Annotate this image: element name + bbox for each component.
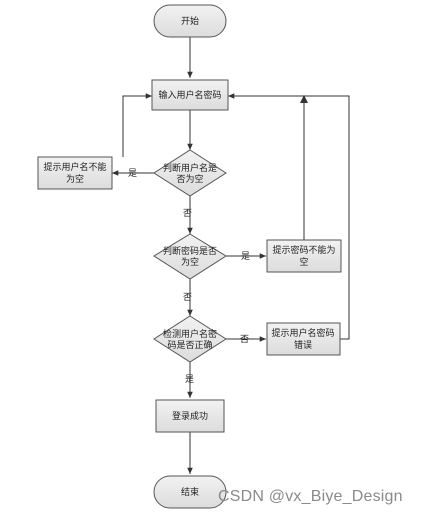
label-success: 登录成功 xyxy=(172,410,208,422)
watermark: CSDN @vx_Biye_Design xyxy=(218,488,403,505)
edge-label-pwd-no: 否 xyxy=(183,292,192,303)
edge-pwd-msg-back-arrowhead xyxy=(300,95,308,103)
label-user-empty-msg-1: 提示用户名不能 xyxy=(43,161,106,173)
node-check-pwd-empty xyxy=(153,233,227,280)
label-wrong-msg-2: 错误 xyxy=(294,339,312,351)
label-pwd-empty-msg-1: 提示密码不能为 xyxy=(272,244,335,256)
edge-user-msg-back xyxy=(122,93,152,157)
node-user-empty-msg xyxy=(37,156,113,190)
node-end xyxy=(153,475,227,509)
edge-label-user-no: 否 xyxy=(183,208,192,219)
node-success xyxy=(155,399,225,433)
label-wrong-msg-1: 提示用户名密码 xyxy=(271,327,334,339)
label-check-correct-1: 检测用户名密 xyxy=(163,328,217,340)
label-check-pwd-empty-2: 为空 xyxy=(181,256,199,268)
node-check-correct xyxy=(153,315,227,363)
node-input xyxy=(151,79,229,111)
label-pwd-empty-msg-2: 空 xyxy=(299,256,308,268)
label-check-correct-2: 码是否正确 xyxy=(167,339,212,351)
label-check-user-empty-2: 否为空 xyxy=(176,173,203,185)
node-pwd-empty-msg xyxy=(266,239,342,273)
label-start: 开始 xyxy=(181,15,199,27)
label-input: 输入用户名密码 xyxy=(158,89,221,101)
node-wrong-msg xyxy=(266,322,341,356)
label-check-user-empty-1: 判断用户名是 xyxy=(163,162,217,174)
node-check-user-empty xyxy=(153,149,227,197)
node-start xyxy=(153,4,227,38)
edge-label-pwd-yes: 是 xyxy=(241,251,250,262)
edge-label-user-yes: 是 xyxy=(128,168,137,179)
label-end: 结束 xyxy=(181,486,199,498)
label-user-empty-msg-2: 为空 xyxy=(66,173,84,185)
edge-label-correct-no: 否 xyxy=(240,334,249,345)
edge-label-correct-yes: 是 xyxy=(185,374,194,385)
edge-wrong-msg-back xyxy=(228,93,350,340)
label-check-pwd-empty-1: 判断密码是否 xyxy=(163,245,217,257)
